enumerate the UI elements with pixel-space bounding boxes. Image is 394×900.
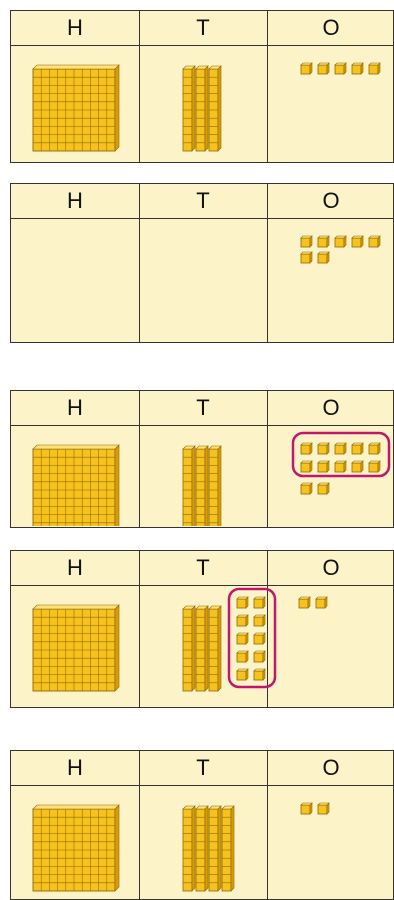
tens-header: T — [139, 751, 267, 785]
hundred-flat — [33, 65, 119, 151]
unit-cube — [301, 461, 312, 472]
unit-cube — [254, 615, 265, 626]
unit-cube — [301, 483, 312, 494]
unit-cube — [301, 63, 312, 74]
hundreds-header: H — [11, 11, 139, 45]
unit-cube — [335, 443, 346, 454]
ten-rod — [196, 446, 208, 526]
unit-cube — [352, 461, 363, 472]
unit-cube — [352, 63, 363, 74]
unit-cube — [335, 236, 346, 247]
unit-cube — [369, 63, 380, 74]
ten-rod — [196, 806, 208, 891]
ten-rod — [209, 446, 221, 526]
tens-header: T — [139, 184, 267, 218]
ten-rod — [196, 66, 208, 151]
unit-cube — [254, 633, 265, 644]
ten-rod — [183, 66, 195, 151]
unit-cube — [301, 252, 312, 263]
hundred-flat — [33, 445, 119, 526]
unit-cube — [301, 803, 312, 814]
tens-header: T — [139, 551, 267, 585]
ten-rod — [196, 606, 208, 691]
unit-cube — [301, 443, 312, 454]
unit-cube — [254, 651, 265, 662]
unit-cube — [301, 236, 312, 247]
hundreds-header: H — [11, 391, 139, 425]
unit-cube — [352, 443, 363, 454]
ones-header: O — [267, 11, 394, 45]
hundreds-header: H — [11, 551, 139, 585]
ten-rod — [209, 66, 221, 151]
ten-rod — [209, 806, 221, 891]
unit-cube — [369, 236, 380, 247]
unit-cube — [237, 651, 248, 662]
unit-cube — [254, 597, 265, 608]
hundred-flat — [33, 805, 119, 891]
blocks-area — [11, 425, 393, 526]
ten-rod — [183, 806, 195, 891]
unit-cube — [318, 803, 329, 814]
unit-cube — [369, 461, 380, 472]
unit-cube — [318, 63, 329, 74]
blocks-area — [11, 218, 393, 341]
unit-cube — [316, 597, 327, 608]
ones-header: O — [267, 751, 394, 785]
new-ten-ring — [229, 589, 275, 687]
ones-header: O — [267, 184, 394, 218]
unit-cube — [318, 461, 329, 472]
unit-cube — [237, 615, 248, 626]
unit-cube — [318, 443, 329, 454]
ten-rod — [183, 606, 195, 691]
unit-cube — [318, 236, 329, 247]
unit-cube — [352, 236, 363, 247]
hundred-flat — [33, 605, 119, 691]
unit-cube — [318, 483, 329, 494]
blocks-area — [11, 585, 393, 706]
ones-header: O — [267, 391, 394, 425]
unit-cube — [237, 633, 248, 644]
unit-cube — [318, 252, 329, 263]
unit-cube — [299, 597, 310, 608]
unit-cube — [369, 443, 380, 454]
hundreds-header: H — [11, 184, 139, 218]
ten-rod — [222, 806, 234, 891]
blocks-area — [11, 45, 393, 161]
tens-header: T — [139, 391, 267, 425]
hundreds-header: H — [11, 751, 139, 785]
tens-header: T — [139, 11, 267, 45]
unit-cube — [254, 669, 265, 680]
ten-rod — [209, 606, 221, 691]
unit-cube — [237, 597, 248, 608]
unit-cube — [335, 461, 346, 472]
blocks-area — [11, 785, 393, 898]
unit-cube — [335, 63, 346, 74]
ones-header: O — [267, 551, 394, 585]
ten-rod — [183, 446, 195, 526]
unit-cube — [237, 669, 248, 680]
